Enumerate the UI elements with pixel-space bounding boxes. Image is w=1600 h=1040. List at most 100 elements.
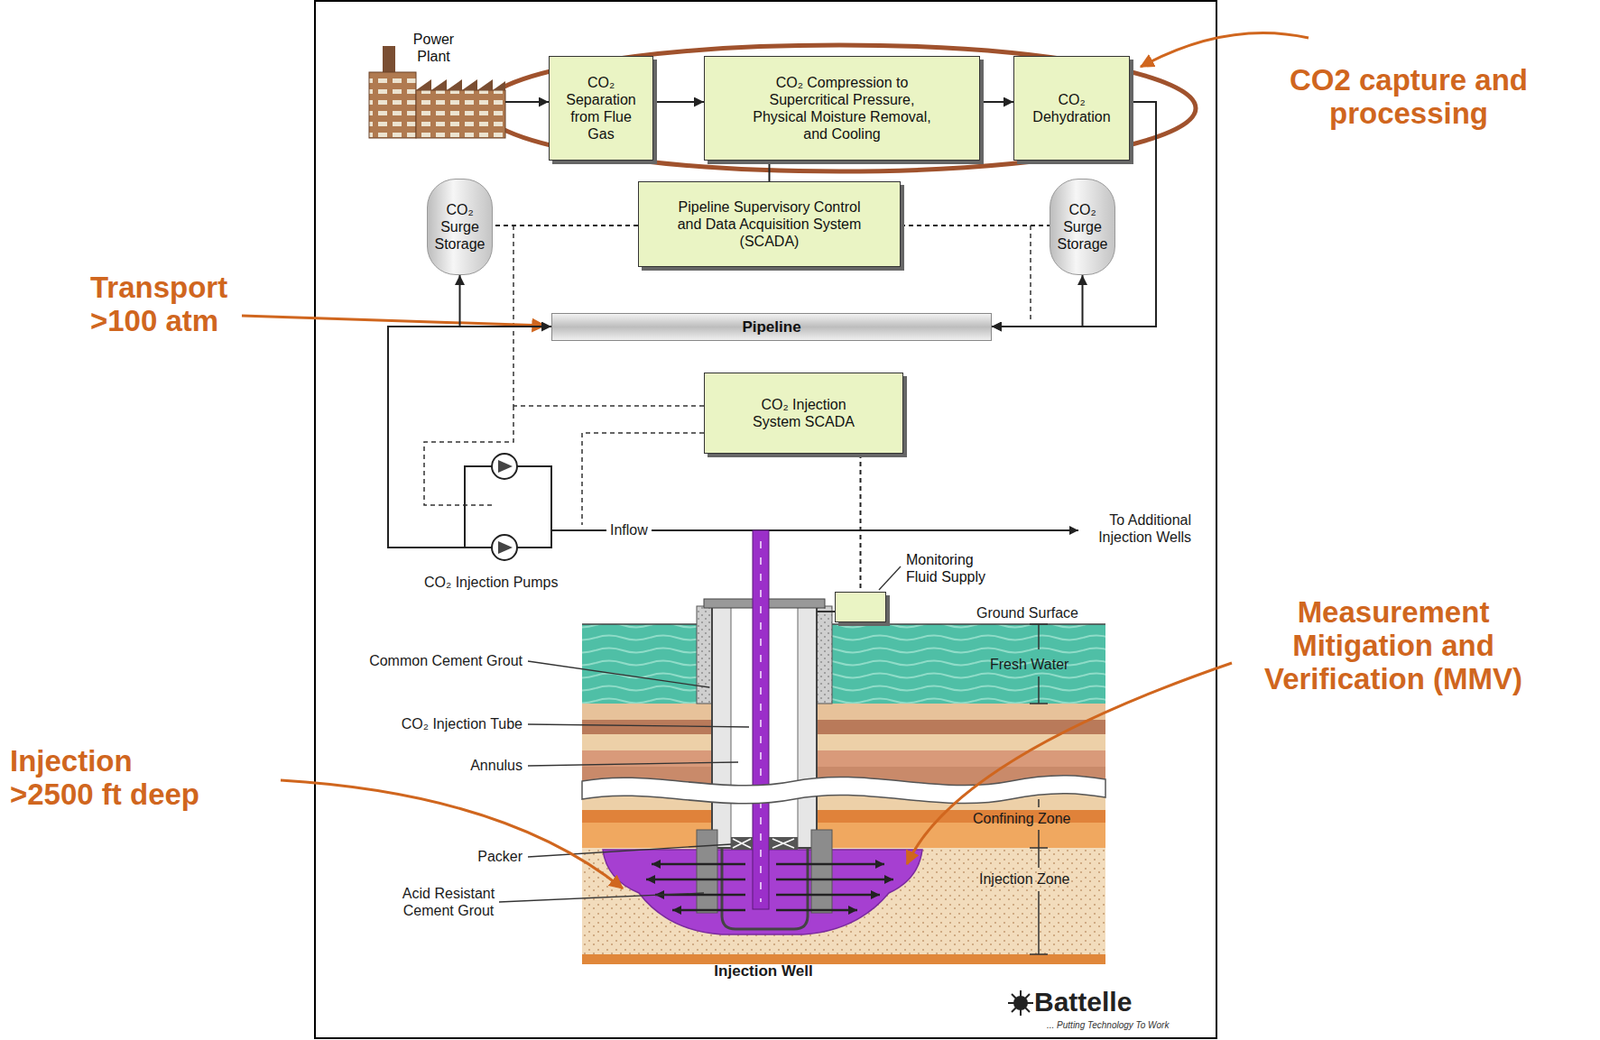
process-box: CO₂ Compression to Supercritical Pressur… (703, 55, 981, 161)
injection-well (696, 530, 835, 930)
injection-well (811, 830, 833, 914)
plume-arrows (646, 864, 894, 911)
process-box: CO₂ Separation from Flue Gas (548, 55, 654, 161)
geology-layers (582, 720, 1106, 735)
injection-pumps (491, 453, 518, 561)
injection-pumps (498, 541, 513, 555)
part-label: Common Cement Grout (369, 652, 523, 670)
control-dashed-lines (582, 433, 704, 526)
geology-layers (582, 954, 1106, 965)
capture-ellipse (482, 45, 1196, 172)
flow-connector (505, 101, 549, 103)
storage-tank: CO₂ Surge Storage (1049, 178, 1116, 276)
injection-well (696, 830, 718, 914)
flow-connector (768, 160, 771, 182)
annotation-arrows (1140, 32, 1309, 67)
plume-arrows (672, 909, 746, 913)
power-plant-icon (369, 72, 417, 139)
pump-piping (464, 466, 492, 548)
geology-layers (582, 624, 1106, 704)
flow-connector (980, 101, 1014, 103)
control-link (492, 224, 639, 227)
plume-arrows (776, 909, 858, 913)
geology-layers (582, 734, 1106, 751)
part-label: Packer (477, 848, 523, 866)
injection-well (759, 541, 762, 903)
annotation-label: Transport >100 atm (90, 270, 230, 338)
injection-well (816, 610, 835, 613)
node-text: Power Plant (412, 30, 455, 65)
part-label: CO₂ Injection Tube (401, 715, 523, 733)
geology-layers (582, 703, 1106, 721)
flow-connector (991, 275, 1083, 327)
process-box: CO₂ Dehydration (1013, 55, 1130, 161)
strata-break (582, 776, 1106, 805)
zone-label: Fresh Water (989, 656, 1069, 674)
leader-lines (527, 762, 739, 767)
node-text: CO₂ Compression to Supercritical Pressur… (752, 73, 933, 143)
flow-connector (653, 101, 704, 103)
node-text: CO₂ Surge Storage (1056, 201, 1110, 253)
annotation-label: Injection >2500 ft deep (9, 744, 202, 812)
zone-label: Ground Surface (976, 604, 1079, 622)
plume-arrows (776, 894, 880, 898)
pump-piping (517, 530, 552, 548)
node-text: CO₂ Surge Storage (434, 201, 487, 253)
pipeline-band: Pipeline (551, 313, 992, 342)
power-plant-icon (382, 46, 396, 75)
leader-lines (527, 661, 710, 688)
control-dashed-lines (424, 225, 1031, 526)
strata-break (582, 776, 1106, 805)
part-label: Acid Resistant Cement Grout (401, 885, 496, 920)
geology-layers (582, 848, 1106, 955)
annotation-arrows (241, 315, 546, 326)
geology-layers (582, 623, 1106, 626)
injection-well (732, 839, 795, 849)
battelle-icon (1008, 990, 1034, 1017)
control-box: Pipeline Supervisory Control and Data Ac… (638, 181, 901, 268)
plume-arrows (776, 863, 885, 867)
injection-pumps (491, 535, 518, 561)
node-text: CO₂ Dehydration (1032, 91, 1112, 126)
frame (314, 0, 1217, 1039)
geology-layers (582, 823, 1106, 849)
annotation-arrows (906, 663, 1232, 865)
pump-piping (517, 466, 552, 531)
control-link (860, 453, 862, 592)
power-plant-icon (416, 90, 506, 139)
pump-piping (388, 326, 552, 548)
control-dashed-lines (1029, 225, 1032, 321)
part-label: Annulus (470, 757, 523, 775)
leader-lines (499, 566, 901, 903)
injection-pumps (491, 453, 518, 480)
node-text: CO₂ Separation from Flue Gas (565, 73, 638, 143)
annotation-arrows (241, 32, 1309, 889)
node-text: Pipeline (741, 318, 801, 336)
flow-label: To Additional Injection Wells (1097, 511, 1192, 546)
supply-box: Monitoring Fluid Supply (834, 591, 887, 623)
part-label: CO₂ Injection Pumps (424, 573, 559, 592)
node-text: Monitoring Fluid Supply (906, 551, 988, 586)
annotation-label: CO2 capture and processing (1288, 63, 1529, 130)
control-link (900, 224, 1050, 227)
logo-text: Battelle (1034, 987, 1132, 1018)
zone-brackets (1029, 624, 1048, 955)
plume-arrows (646, 878, 746, 882)
injection-pumps (498, 460, 513, 473)
logo-tagline: ... Putting Technology To Work (1046, 1020, 1169, 1032)
control-box: CO₂ Injection System SCADA (703, 372, 904, 454)
zone-label: Injection Zone (979, 870, 1071, 888)
plume-arrows (776, 878, 894, 882)
control-dashed-lines (513, 405, 704, 407)
power-plant: Power Plant (367, 30, 506, 139)
geology-layers (582, 624, 1106, 965)
zone-brackets (1029, 848, 1048, 955)
annotation-label: Measurement Mitigation and Verification … (1263, 595, 1524, 696)
node-text: CO₂ Injection System SCADA (752, 396, 856, 431)
capture-ellipse (482, 45, 1196, 172)
zone-label: Confining Zone (972, 810, 1072, 828)
storage-tank: CO₂ Surge Storage (426, 178, 493, 276)
pump-piping (388, 326, 1079, 548)
control-dashed-lines (512, 225, 515, 407)
